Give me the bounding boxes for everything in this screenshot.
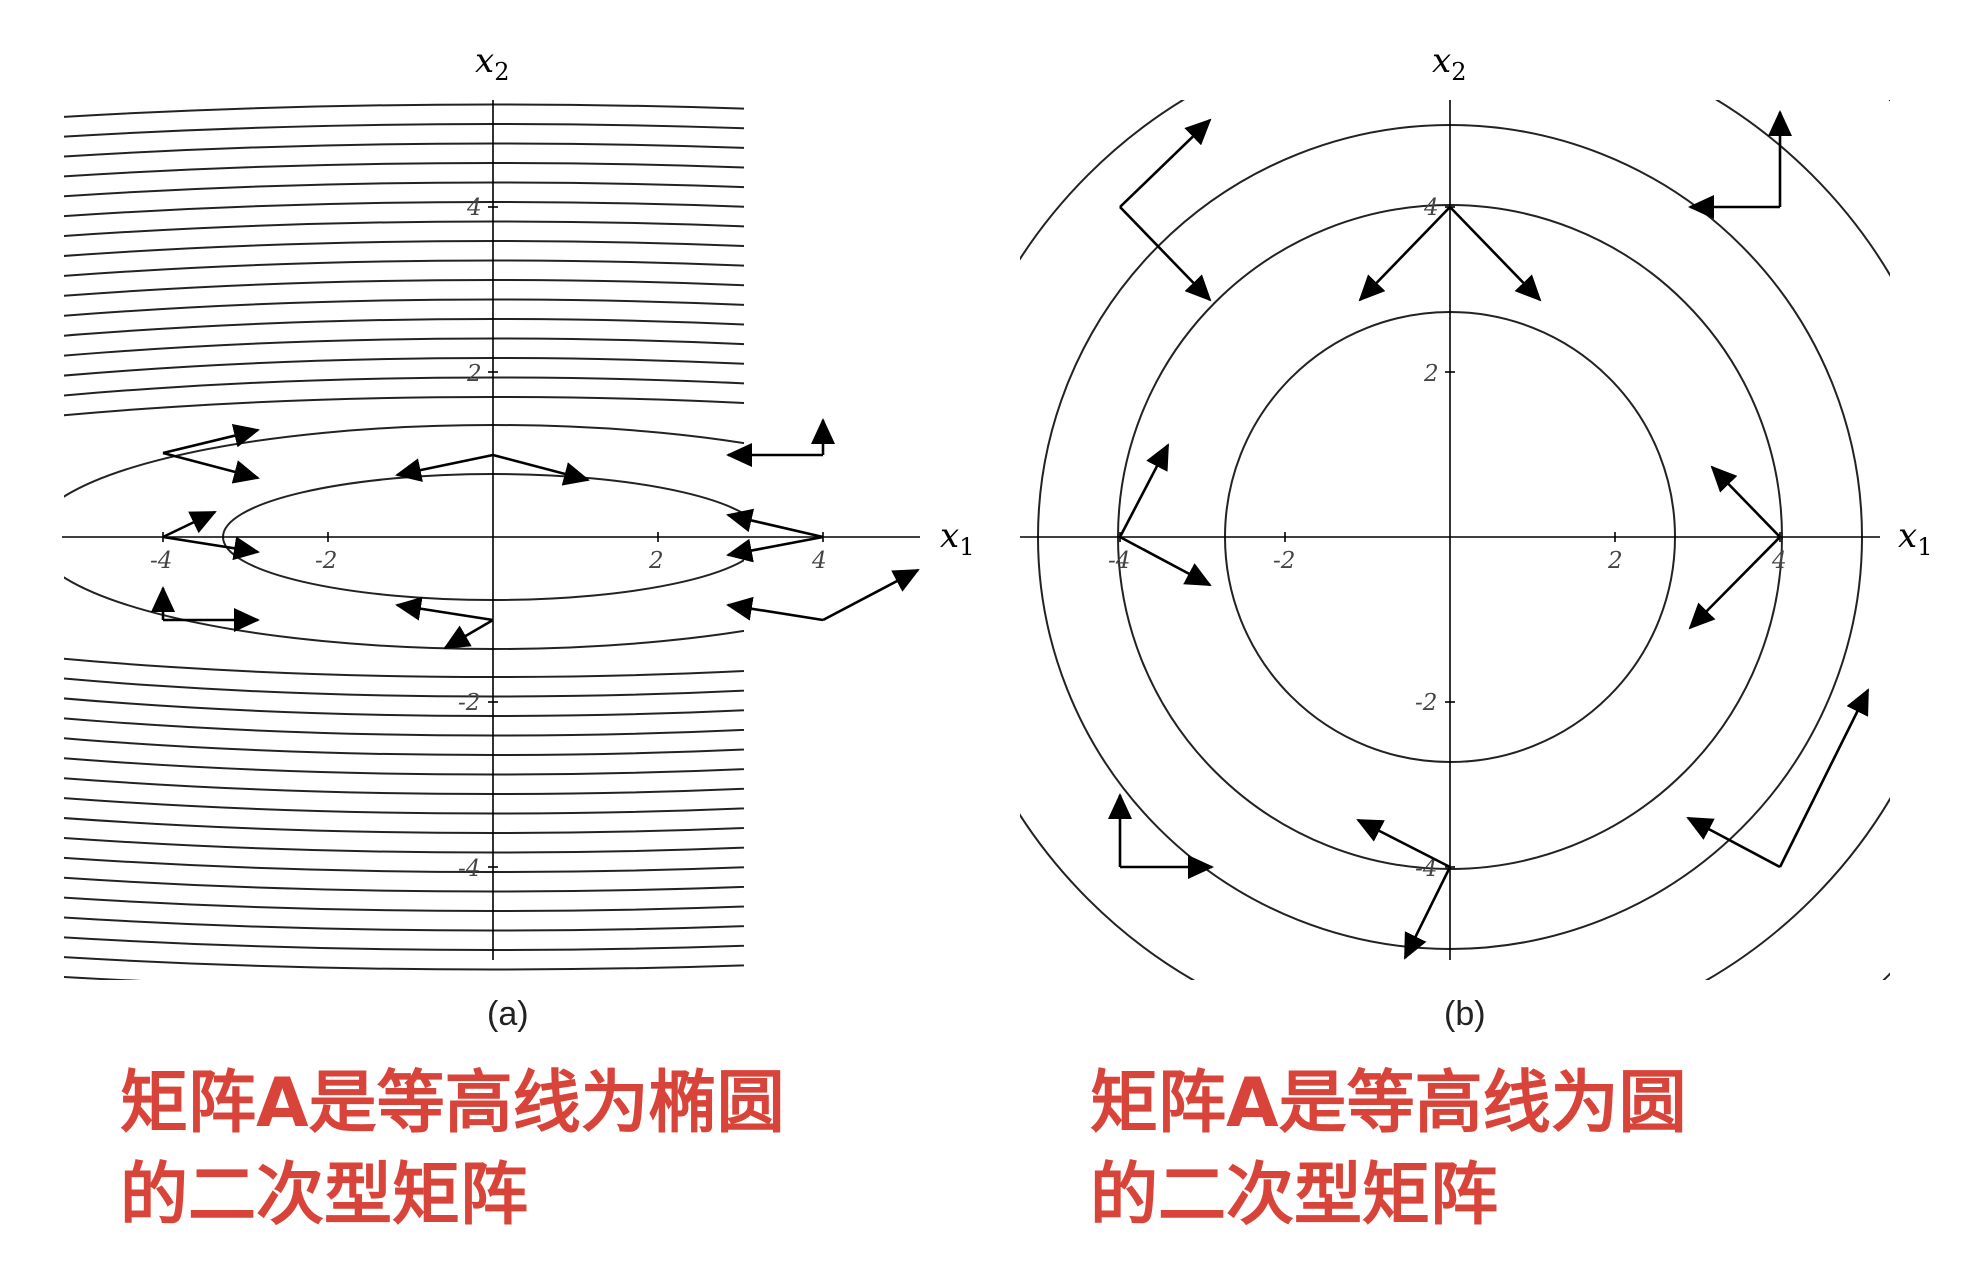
arrow bbox=[1119, 535, 1212, 587]
panel-b-note: 矩阵A是等高线为圆 的二次型矩阵 bbox=[1090, 1064, 1687, 1235]
panel-b-y-tick-2: 2 bbox=[1423, 361, 1439, 387]
panel-a-gradient-arrows bbox=[151, 418, 920, 650]
arrow bbox=[726, 508, 824, 539]
panel-a-y-tick-4: 4 bbox=[466, 195, 482, 221]
arrow bbox=[395, 453, 494, 482]
contour-circle bbox=[1882, 100, 1890, 980]
arrow bbox=[1118, 443, 1170, 538]
panel-a-y-tick-neg2: -2 bbox=[458, 690, 480, 716]
panel-b-y-tick-neg4: -4 bbox=[1415, 856, 1437, 882]
arrow bbox=[1449, 206, 1542, 302]
panel-a: x1 x2 -4 -2 2 4 4 2 -2 -4 (a) bbox=[62, 41, 974, 1033]
panel-b-y-tick-neg2: -2 bbox=[1415, 690, 1437, 716]
arrow bbox=[1358, 206, 1451, 302]
arrow bbox=[492, 453, 590, 486]
panel-b-x-tick-neg4: -4 bbox=[1108, 548, 1130, 574]
arrow bbox=[1688, 536, 1781, 630]
panel-a-x-tick-neg4: -4 bbox=[150, 548, 172, 574]
arrow bbox=[162, 423, 260, 455]
panel-a-y-tick-2: 2 bbox=[466, 361, 482, 387]
arrow bbox=[395, 596, 494, 622]
arrow bbox=[1403, 866, 1452, 960]
panel-b-x-tick-2: 2 bbox=[1607, 548, 1623, 574]
arrow bbox=[1356, 818, 1451, 869]
panel-b-x-axis-label: x1 bbox=[1898, 516, 1932, 561]
arrow bbox=[1778, 688, 1870, 868]
arrow bbox=[726, 596, 824, 622]
arrow bbox=[822, 568, 920, 622]
panel-a-axes bbox=[62, 100, 920, 960]
panel-b-axes bbox=[1020, 100, 1880, 960]
arrow bbox=[162, 535, 260, 561]
panel-b-y-axis-label: x2 bbox=[1432, 41, 1466, 86]
panel-a-note: 矩阵A是等高线为椭圆 的二次型矩阵 bbox=[120, 1064, 785, 1235]
panel-b-label: (b) bbox=[1444, 995, 1486, 1033]
panel-a-x-axis-label: x1 bbox=[940, 516, 974, 561]
panel-b: x1 x2 -4 -2 2 4 4 2 -2 -4 (b) bbox=[1020, 41, 1932, 1033]
arrow bbox=[162, 510, 217, 539]
panel-b-y-tick-4: 4 bbox=[1423, 195, 1439, 221]
arrow bbox=[443, 618, 494, 650]
arrow bbox=[1119, 118, 1212, 208]
panel-b-x-tick-neg2: -2 bbox=[1273, 548, 1295, 574]
arrow bbox=[1710, 465, 1781, 538]
arrow bbox=[726, 535, 824, 563]
panel-b-gradient-arrows bbox=[1108, 110, 1870, 960]
panel-a-y-axis-label: x2 bbox=[475, 41, 509, 86]
panel-a-y-tick-neg4: -4 bbox=[458, 856, 480, 882]
panel-a-x-tick-2: 2 bbox=[648, 548, 664, 574]
panel-b-x-tick-4: 4 bbox=[1771, 548, 1787, 574]
panel-a-x-tick-neg2: -2 bbox=[315, 548, 337, 574]
panel-b-contours bbox=[1020, 100, 1890, 980]
arrow bbox=[1119, 206, 1212, 302]
panel-a-label: (a) bbox=[487, 995, 529, 1033]
arrow bbox=[162, 451, 260, 484]
arrow bbox=[1686, 816, 1781, 869]
panel-a-x-tick-4: 4 bbox=[811, 548, 827, 574]
